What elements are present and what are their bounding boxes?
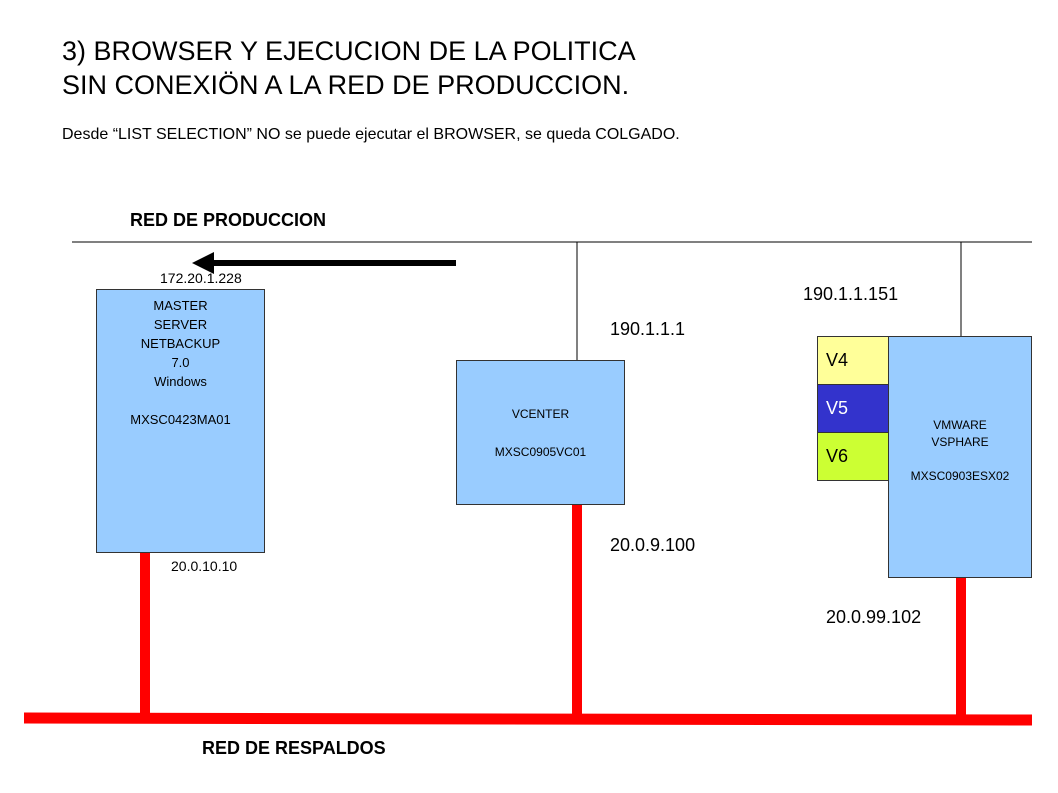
vcenter-line: VCENTER xyxy=(511,407,570,421)
page-subtitle: Desde “LIST SELECTION” NO se puede ejecu… xyxy=(62,126,680,143)
vm-v5: V5 xyxy=(817,384,890,433)
master-backup-ip: 20.0.10.10 xyxy=(171,558,238,574)
arrow-head-icon xyxy=(192,252,214,274)
vm-v6: V6 xyxy=(817,432,890,481)
master-server-box: MASTER SERVER NETBACKUP 7.0 Windows MXSC… xyxy=(96,289,265,553)
production-network-label: RED DE PRODUCCION xyxy=(130,210,327,230)
esx-line: VMWARE xyxy=(933,418,987,432)
master-production-ip: 172.20.1.228 xyxy=(160,270,242,286)
master-line: MASTER xyxy=(153,298,208,313)
backup-network-line xyxy=(23,712,1033,726)
master-line: 7.0 xyxy=(171,355,190,370)
esx-line: VSPHARE xyxy=(931,435,989,449)
vm-label: V5 xyxy=(826,398,849,418)
esx-host-box: VMWARE VSPHARE MXSC0903ESX02 xyxy=(888,336,1032,578)
title-line-2: SIN CONEXIÖN A LA RED DE PRODUCCION. xyxy=(62,70,630,100)
vm-label: V6 xyxy=(826,446,849,466)
esx-line xyxy=(889,451,1031,468)
vcenter-line xyxy=(457,424,624,443)
esx-backup-ip: 20.0.99.102 xyxy=(826,607,922,627)
esx-production-ip: 190.1.1.151 xyxy=(803,284,899,304)
master-line: Windows xyxy=(154,374,207,389)
vcenter-backup-ip: 20.0.9.100 xyxy=(610,535,696,555)
master-line xyxy=(97,391,264,410)
title-line-1: 3) BROWSER Y EJECUCION DE LA POLITICA xyxy=(62,36,636,66)
master-line: MXSC0423MA01 xyxy=(130,412,231,427)
vm-label: V4 xyxy=(826,350,849,370)
master-line: SERVER xyxy=(153,317,208,332)
backup-network-label: RED DE RESPALDOS xyxy=(202,738,386,758)
master-line: NETBACKUP xyxy=(140,336,221,351)
page-title: 3) BROWSER Y EJECUCION DE LA POLITICA SI… xyxy=(62,34,636,102)
vcenter-line: MXSC0905VC01 xyxy=(494,445,587,459)
vm-v4: V4 xyxy=(817,336,890,385)
vcenter-box: VCENTER MXSC0905VC01 xyxy=(456,360,625,505)
vcenter-production-ip: 190.1.1.1 xyxy=(610,319,686,339)
esx-line: MXSC0903ESX02 xyxy=(910,469,1010,483)
